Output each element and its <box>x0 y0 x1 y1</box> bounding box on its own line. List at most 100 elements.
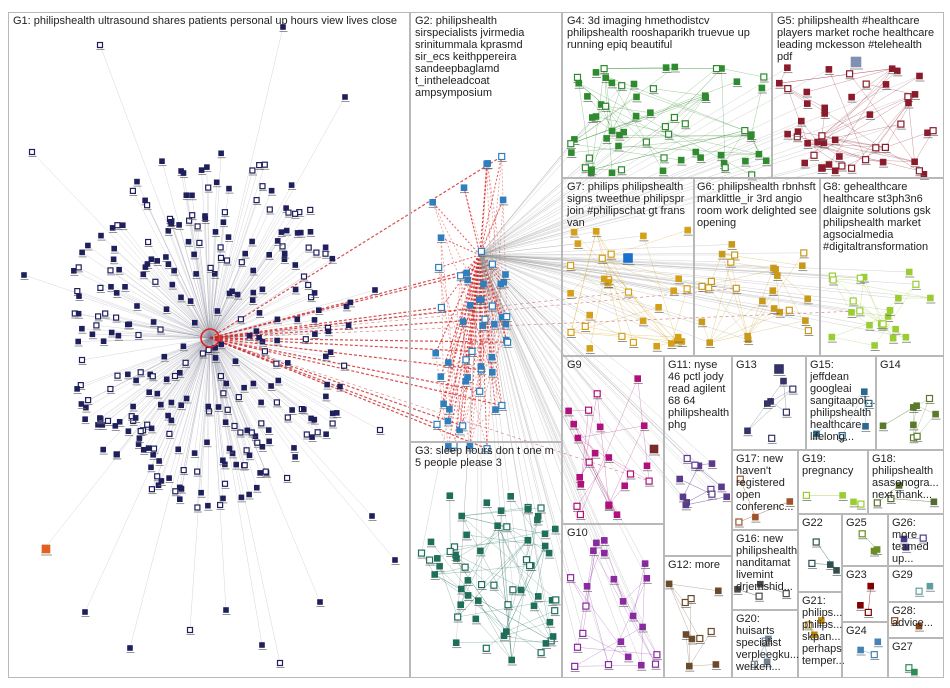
node-g1-218[interactable] <box>323 393 329 400</box>
node-g1-280[interactable] <box>347 299 354 306</box>
node-g1-269[interactable] <box>74 386 80 392</box>
node-g4-42[interactable] <box>601 102 610 110</box>
node-g1-140[interactable] <box>125 371 131 378</box>
node-g20-3[interactable] <box>750 660 759 668</box>
node-g2-38[interactable] <box>429 199 437 206</box>
node-g1-169[interactable] <box>266 252 273 258</box>
node-g3-56[interactable] <box>452 551 459 559</box>
node-g1-238[interactable] <box>345 322 352 329</box>
node-g1-120[interactable] <box>93 322 100 329</box>
node-g1-85[interactable] <box>329 255 336 262</box>
node-g19-2[interactable] <box>850 498 857 506</box>
node-g1-307[interactable] <box>369 513 375 519</box>
node-g4-38[interactable] <box>633 93 640 101</box>
node-g18-2[interactable] <box>930 498 938 506</box>
node-g1-166[interactable] <box>283 227 290 234</box>
node-g1-30[interactable] <box>84 397 92 404</box>
node-g6-5[interactable] <box>698 318 706 326</box>
node-g10-15[interactable] <box>571 662 579 671</box>
node-g4-25[interactable] <box>747 133 754 140</box>
node-g1-156[interactable] <box>254 439 261 446</box>
node-g1-173[interactable] <box>323 431 329 438</box>
node-g1-244[interactable] <box>176 222 182 228</box>
node-g10-6[interactable] <box>604 660 613 669</box>
node-g1-99[interactable] <box>237 429 244 436</box>
node-g9-9[interactable] <box>593 390 601 398</box>
node-g3-35[interactable] <box>433 555 441 562</box>
node-g18-1[interactable] <box>895 482 903 489</box>
node-g14-6[interactable] <box>925 394 934 403</box>
node-g1-221[interactable] <box>189 192 195 199</box>
node-g1-104[interactable] <box>218 150 224 157</box>
node-g9-10[interactable] <box>621 482 629 490</box>
node-g3-49[interactable] <box>497 507 505 515</box>
node-g1-68[interactable] <box>278 229 285 235</box>
node-g8-16[interactable] <box>892 325 899 333</box>
node-g1-136[interactable] <box>180 170 187 176</box>
node-g4-0[interactable] <box>642 138 651 146</box>
node-g1-301[interactable] <box>280 24 286 30</box>
node-g7-9[interactable] <box>581 322 589 330</box>
node-g29-0[interactable] <box>915 587 923 595</box>
node-g3-18[interactable] <box>461 563 469 571</box>
node-g1-180[interactable] <box>107 385 114 393</box>
node-g2-45[interactable] <box>477 247 485 255</box>
node-g6-2[interactable] <box>706 339 714 346</box>
node-g3-12[interactable] <box>454 613 462 621</box>
node-g4-46[interactable] <box>592 113 600 120</box>
node-g1-211[interactable] <box>202 213 208 219</box>
node-g4-59[interactable] <box>608 79 616 87</box>
node-g1-260[interactable] <box>168 399 175 406</box>
node-g1-210[interactable] <box>262 468 269 475</box>
node-g1-76[interactable] <box>148 464 154 471</box>
node-g1-242[interactable] <box>76 293 82 299</box>
node-g3-59[interactable] <box>446 492 454 500</box>
node-g1-7[interactable] <box>135 441 142 447</box>
node-g1-0[interactable] <box>305 281 312 289</box>
node-g1-121[interactable] <box>311 290 318 296</box>
node-g2-3[interactable] <box>476 387 484 395</box>
node-g9-16[interactable] <box>643 462 651 470</box>
node-g12-4[interactable] <box>688 635 696 643</box>
node-g3-23[interactable] <box>534 593 542 600</box>
node-g2-34[interactable] <box>480 280 487 288</box>
node-g1-309[interactable] <box>276 659 284 667</box>
node-g1-84[interactable] <box>94 313 102 320</box>
node-g1-98[interactable] <box>291 445 297 451</box>
node-g9-image[interactable] <box>649 444 659 454</box>
node-g3-28[interactable] <box>530 602 538 610</box>
node-g4-34[interactable] <box>742 157 749 165</box>
node-g1-149[interactable] <box>163 254 169 260</box>
node-g4-9[interactable] <box>618 82 626 90</box>
node-g5-24[interactable] <box>845 70 854 78</box>
node-g4-35[interactable] <box>592 69 600 76</box>
node-g1-142[interactable] <box>71 267 77 274</box>
node-g8-1[interactable] <box>866 321 873 329</box>
node-g7-23[interactable] <box>684 226 692 234</box>
node-g3-4[interactable] <box>517 586 525 594</box>
node-g1-122[interactable] <box>256 334 262 341</box>
node-g1-253[interactable] <box>233 461 239 468</box>
node-g7-3[interactable] <box>566 261 575 270</box>
node-g1-72[interactable] <box>243 447 250 454</box>
node-g8-10[interactable] <box>886 306 894 314</box>
node-g5-40[interactable] <box>836 153 843 160</box>
node-g7-29[interactable] <box>675 275 683 283</box>
node-g6-20[interactable] <box>759 297 766 305</box>
node-g9-18[interactable] <box>573 502 581 510</box>
node-g10-13[interactable] <box>641 560 649 567</box>
node-g11-6[interactable] <box>683 454 691 463</box>
node-g4-45[interactable] <box>617 166 626 174</box>
node-g2-30[interactable] <box>459 422 467 430</box>
node-g14-7[interactable] <box>913 402 920 410</box>
node-g1-276[interactable] <box>220 390 227 397</box>
node-g1-215[interactable] <box>75 310 82 317</box>
node-g1-222[interactable] <box>189 212 196 219</box>
node-g29-1[interactable] <box>926 582 934 590</box>
node-g1-225[interactable] <box>205 184 212 191</box>
node-g18-0[interactable] <box>887 495 895 503</box>
node-g27-0[interactable] <box>905 664 913 672</box>
node-g2-15[interactable] <box>481 315 489 323</box>
node-g1-154[interactable] <box>198 167 205 173</box>
node-g1-224[interactable] <box>214 308 221 314</box>
